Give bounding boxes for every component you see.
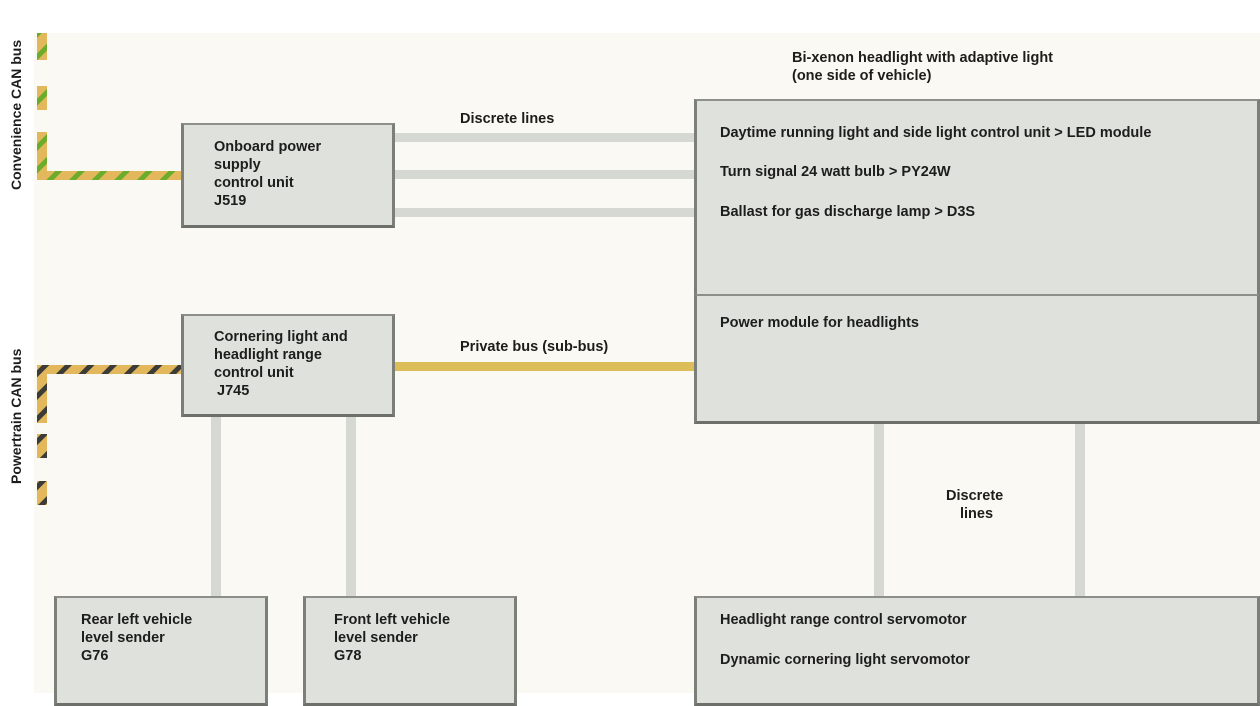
headlight-title: Bi-xenon headlight with adaptive light — [792, 50, 1054, 66]
cornering-code: J745 — [217, 383, 250, 399]
cornering-light-control-unit: Cornering light and headlight range cont… — [181, 314, 395, 417]
cornering-line1: Cornering light and — [214, 329, 348, 345]
onboard-code: J519 — [214, 193, 247, 209]
onboard-line2: supply — [214, 157, 261, 173]
rear-sender-line1: Rear left vehicle — [81, 612, 193, 628]
power-module-label: Power module for headlights — [720, 315, 919, 331]
cornering-line3: control unit — [214, 365, 294, 381]
headlight-module-box: Daytime running light and side light con… — [694, 99, 1260, 297]
front-sender-line2: level sender — [334, 630, 418, 646]
front-sender-line — [346, 415, 356, 596]
discrete-lines-servo-label-2: lines — [960, 506, 994, 522]
power-module-box: Power module for headlights — [694, 294, 1260, 424]
rear-sender-line — [211, 415, 221, 596]
rear-sender-code: G76 — [81, 648, 109, 664]
headlight-item-led: Daytime running light and side light con… — [720, 125, 1152, 141]
discrete-lines-label: Discrete lines — [460, 111, 555, 127]
powertrain-can-bus-label: Powertrain CAN bus — [8, 348, 24, 484]
discrete-lines-top — [394, 133, 695, 217]
onboard-line1: Onboard power — [214, 139, 322, 155]
convenience-can-bus-label: Convenience CAN bus — [8, 39, 24, 190]
private-bus-line — [394, 362, 695, 371]
rear-level-sender-box: Rear left vehicle level sender G76 — [54, 596, 268, 706]
front-sender-code: G78 — [334, 648, 362, 664]
servomotor-box: Headlight range control servomotor Dynam… — [694, 596, 1260, 706]
servo-line-right — [1075, 422, 1085, 597]
onboard-power-supply-control-unit: Onboard power supply control unit J519 — [181, 123, 395, 228]
powertrain-can-bus-line — [37, 365, 183, 505]
cornering-line2: headlight range — [214, 347, 322, 363]
discrete-lines-servo-label-1: Discrete — [946, 488, 1004, 504]
front-sender-line1: Front left vehicle — [334, 612, 451, 628]
servo-dynamic-cornering: Dynamic cornering light servomotor — [720, 652, 970, 668]
rear-sender-line2: level sender — [81, 630, 165, 646]
headlight-item-ballast: Ballast for gas discharge lamp > D3S — [720, 204, 976, 220]
headlight-subtitle: (one side of vehicle) — [792, 68, 932, 84]
onboard-line3: control unit — [214, 175, 294, 191]
headlight-item-turn-signal: Turn signal 24 watt bulb > PY24W — [720, 164, 951, 180]
front-level-sender-box: Front left vehicle level sender G78 — [303, 596, 517, 706]
servo-headlight-range: Headlight range control servomotor — [720, 612, 967, 628]
servo-line-left — [874, 422, 884, 597]
convenience-can-bus-line — [37, 33, 183, 180]
private-bus-label: Private bus (sub-bus) — [460, 339, 609, 355]
